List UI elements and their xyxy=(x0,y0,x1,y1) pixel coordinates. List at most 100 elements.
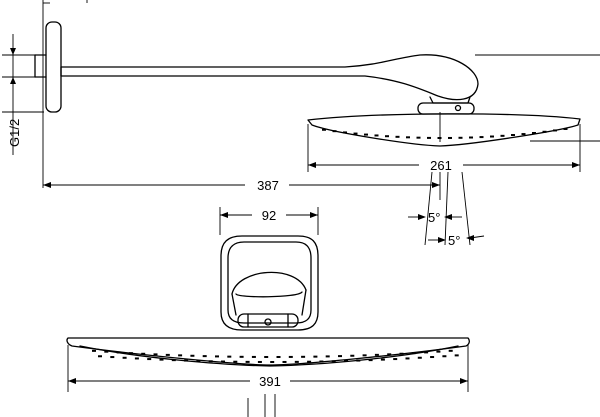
nozzle xyxy=(322,128,326,131)
nozzle xyxy=(563,127,568,130)
nozzle xyxy=(141,352,146,355)
nozzle xyxy=(325,355,330,358)
nozzle xyxy=(542,130,547,133)
nozzle xyxy=(532,131,536,134)
nozzle xyxy=(343,131,347,134)
nozzle xyxy=(368,359,373,362)
wall-flange xyxy=(34,21,62,113)
nozzle xyxy=(307,360,312,363)
nozzle xyxy=(374,134,379,137)
nozzle xyxy=(430,356,435,359)
nozzle xyxy=(196,359,201,362)
nozzle xyxy=(458,136,463,139)
dimension-thread: G1/2 xyxy=(2,0,88,188)
nozzle xyxy=(159,358,164,361)
nozzle xyxy=(436,350,441,353)
nozzle xyxy=(424,351,429,354)
nozzle xyxy=(128,352,133,355)
nozzle xyxy=(350,354,355,357)
nozzle xyxy=(427,136,431,139)
nozzle xyxy=(331,360,336,363)
nozzle xyxy=(233,360,238,363)
nozzle xyxy=(239,355,244,358)
nozzle xyxy=(147,358,152,361)
arm-projection-label: 387 xyxy=(257,178,279,193)
shower-head-front xyxy=(66,337,470,367)
nozzle xyxy=(165,353,170,356)
nozzle xyxy=(276,355,281,358)
nozzle xyxy=(442,355,447,358)
nozzle xyxy=(171,359,176,362)
front-nozzle-rows xyxy=(92,349,459,363)
nozzle xyxy=(227,355,232,358)
dimension-261: 261 xyxy=(307,112,581,173)
nozzle xyxy=(479,136,484,139)
nozzle xyxy=(301,355,306,358)
nozzle xyxy=(202,355,207,358)
nozzle xyxy=(380,358,385,361)
nozzle xyxy=(294,360,299,363)
side-view: G1/2 261 387 xyxy=(2,0,600,248)
head-width-front-label: 391 xyxy=(259,374,281,389)
nozzle xyxy=(178,354,183,357)
nozzle xyxy=(264,355,269,358)
head-width-side-label: 261 xyxy=(430,158,452,173)
swivel-angle-lines xyxy=(424,171,471,246)
nozzle xyxy=(387,353,392,356)
thread-label: G1/2 xyxy=(7,119,22,147)
nozzle xyxy=(344,359,348,362)
nozzle xyxy=(245,360,250,363)
nozzle xyxy=(490,135,494,138)
nozzle xyxy=(110,356,115,359)
nozzle xyxy=(362,354,367,357)
shower-arm xyxy=(60,54,479,101)
head-depth-label: 92 xyxy=(262,208,276,223)
nozzle xyxy=(511,134,515,137)
nozzle xyxy=(215,355,219,358)
nozzle xyxy=(270,361,275,363)
nozzle xyxy=(353,132,358,135)
nozzle xyxy=(521,133,526,136)
nozzle xyxy=(356,359,361,362)
nozzle xyxy=(313,355,318,358)
nozzle xyxy=(393,358,398,361)
nozzle xyxy=(257,360,262,363)
nozzle xyxy=(385,135,389,138)
nozzle xyxy=(153,353,158,356)
nozzle xyxy=(221,360,225,363)
nozzle xyxy=(448,136,452,139)
nozzle xyxy=(469,136,473,139)
dimension-387: 387 xyxy=(43,177,440,193)
arm-mount-top xyxy=(220,235,319,331)
nozzle xyxy=(417,356,422,359)
nozzle xyxy=(98,355,102,358)
nozzle xyxy=(395,135,400,138)
nozzle xyxy=(134,357,139,360)
nozzle xyxy=(338,355,342,358)
nozzle xyxy=(448,349,453,352)
nozzle xyxy=(184,359,189,362)
nozzle xyxy=(437,136,442,139)
swivel-joint xyxy=(417,96,475,115)
nozzle xyxy=(190,354,195,357)
nozzle xyxy=(364,133,368,136)
side-nozzle-row xyxy=(322,127,568,139)
nozzle xyxy=(282,360,287,363)
nozzle xyxy=(251,355,256,358)
nozzle xyxy=(553,129,557,132)
nozzle xyxy=(374,353,379,356)
nozzle xyxy=(116,351,121,354)
nozzle xyxy=(405,357,410,360)
swivel-angle-2-label: 5° xyxy=(448,233,460,248)
nozzle xyxy=(122,356,127,359)
front-view: 92 391 xyxy=(66,207,470,417)
nozzle xyxy=(104,350,109,353)
dimension-angle-2: 5° xyxy=(428,233,485,248)
nozzle xyxy=(92,349,96,352)
nozzle xyxy=(406,136,410,139)
nozzle xyxy=(416,136,421,139)
shower-head-side xyxy=(307,113,581,147)
dimension-391: 391 xyxy=(67,345,469,392)
nozzle xyxy=(399,352,404,355)
